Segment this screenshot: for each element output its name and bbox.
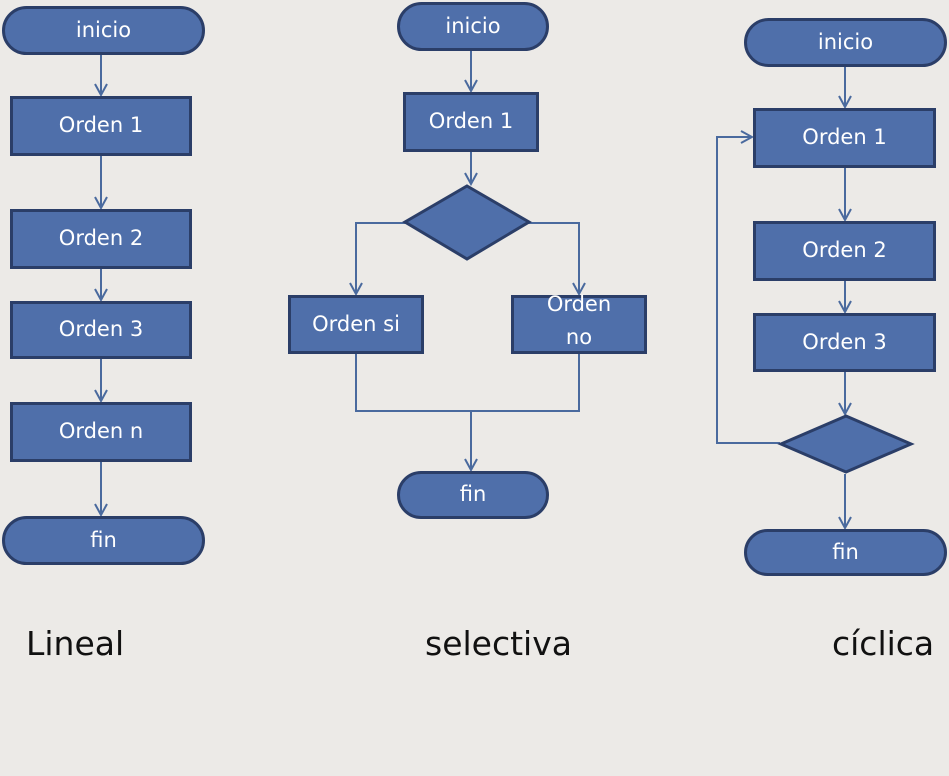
lineal-step-3: Orden 3 [10,301,192,359]
lineal-step-2-label: Orden 2 [58,226,144,251]
selectiva-caption: selectiva [425,624,572,663]
lineal-step-1-label: Orden 1 [58,113,144,138]
selectiva-branch-si [356,222,406,294]
selectiva-start-node: inicio [397,2,549,51]
selectiva-yes-label: Orden si [312,311,400,336]
ciclica-step-3: Orden 3 [753,313,936,372]
selectiva-step-1: Orden 1 [403,92,539,152]
ciclica-caption: cíclica [832,624,935,663]
ciclica-end-label: fin [832,539,859,564]
selectiva-end-label: fin [459,482,487,507]
ciclica-step-2-label: Orden 2 [802,238,887,263]
ciclica-step-1-label: Orden 1 [802,125,887,150]
ciclica-loop-back [716,137,780,444]
ciclica-end-node: fin [744,529,947,576]
lineal-start-node: inicio [2,6,205,55]
selectiva-branch-no [528,222,579,294]
lineal-step-2: Orden 2 [10,209,192,269]
lineal-step-n-label: Orden n [58,419,144,444]
ciclica-step-1: Orden 1 [753,108,936,168]
lineal-end-label: fin [90,527,117,552]
selectiva-step-1-label: Orden 1 [428,109,514,134]
ciclica-decision-diamond [777,414,915,474]
lineal-end-node: fin [2,516,205,565]
ciclica-step-3-label: Orden 3 [802,329,887,354]
lineal-step-n: Orden n [10,402,192,462]
selectiva-start-label: inicio [445,13,501,38]
ciclica-start-node: inicio [744,18,947,67]
lineal-step-3-label: Orden 3 [58,317,144,342]
lineal-start-label: inicio [75,17,132,42]
ciclica-step-2: Orden 2 [753,221,936,281]
selectiva-end-node: fin [397,471,549,519]
lineal-step-1: Orden 1 [10,96,192,156]
selectiva-no-node: Orden no [511,292,647,354]
lineal-caption: Lineal [26,624,125,663]
selectiva-decision-diamond [402,184,532,261]
ciclica-start-label: inicio [817,29,874,54]
selectiva-yes-node: Orden si [288,295,424,354]
selectiva-no-label: Orden no [546,291,612,349]
selectiva-merge [355,353,580,412]
